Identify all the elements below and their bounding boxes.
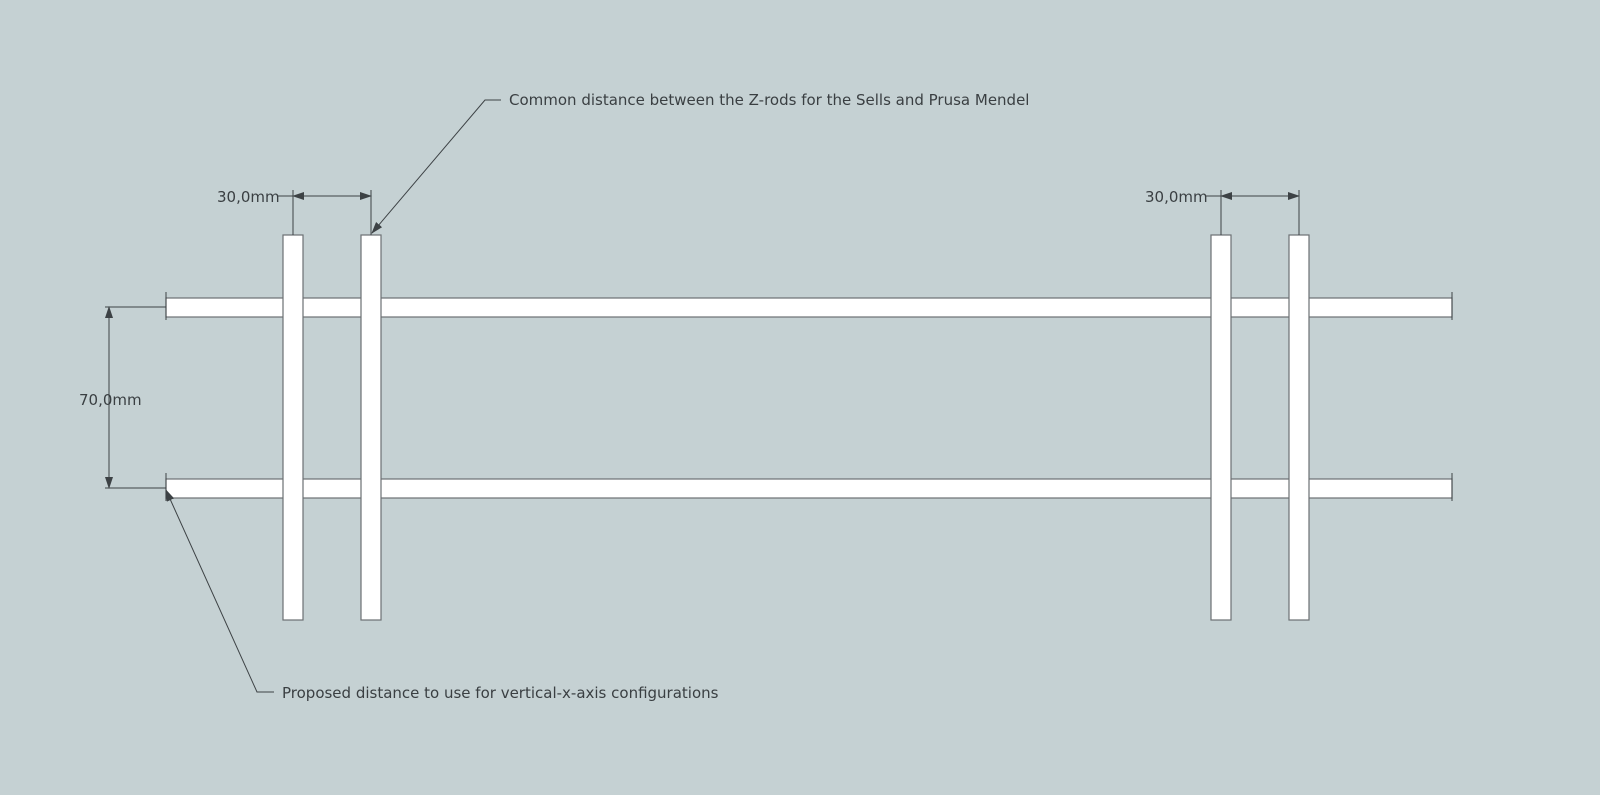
annotation-x-axis: Proposed distance to use for vertical-x-… <box>165 489 719 702</box>
dimension-vertical-label: 70,0mm <box>79 391 142 409</box>
horizontal-rod-bottom <box>165 473 1453 501</box>
dimension-vertical-spacing: 70,0mm <box>79 306 166 489</box>
annotation-z-rods: Common distance between the Z-rods for t… <box>371 91 1029 234</box>
annotation-z-rods-text: Common distance between the Z-rods for t… <box>509 91 1029 109</box>
annotation-x-axis-text: Proposed distance to use for vertical-x-… <box>282 684 719 702</box>
vertical-rod-left-1 <box>282 234 304 621</box>
dimension-right-spacing: 30,0mm <box>1145 188 1300 235</box>
vertical-rod-right-2 <box>1288 234 1310 621</box>
vertical-rod-left-2 <box>360 234 382 621</box>
horizontal-rod-top <box>165 292 1453 320</box>
dimension-left-spacing: 30,0mm <box>217 188 372 235</box>
dimension-right-label: 30,0mm <box>1145 188 1208 206</box>
vertical-rod-right-1 <box>1210 234 1232 621</box>
dimension-left-label: 30,0mm <box>217 188 280 206</box>
